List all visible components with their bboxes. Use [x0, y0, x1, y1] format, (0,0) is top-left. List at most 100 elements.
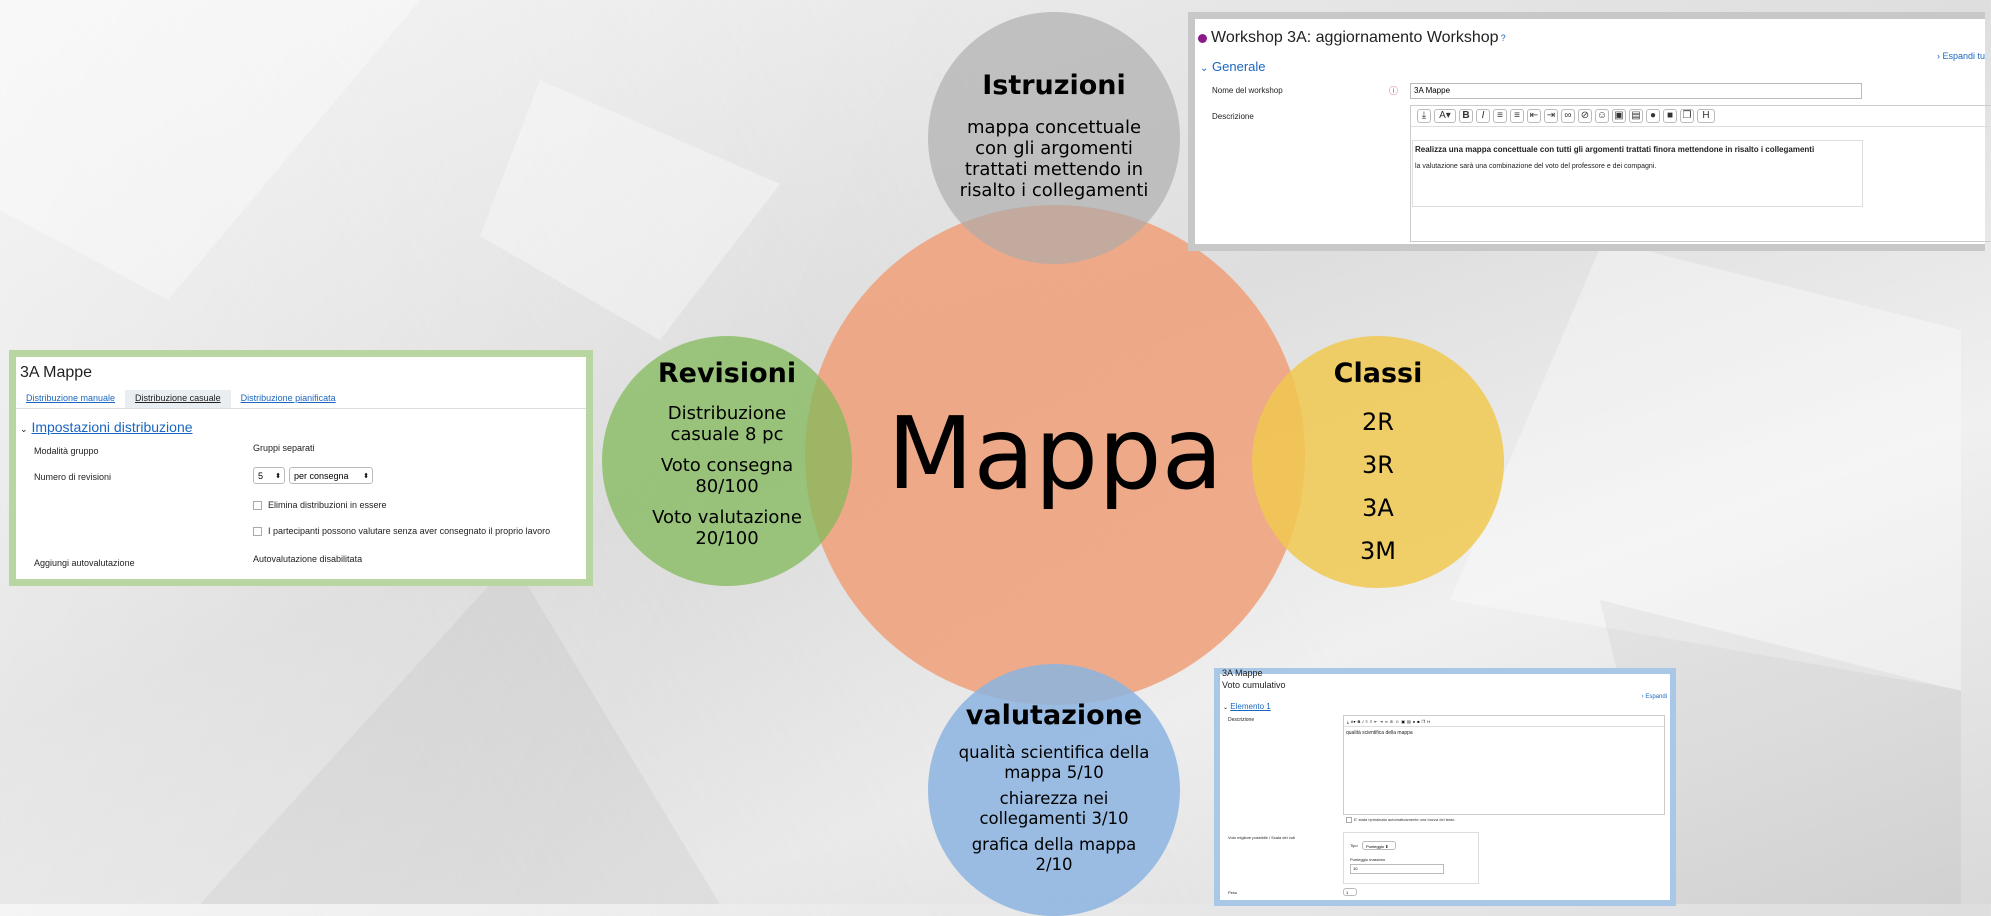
- weight-select[interactable]: 1: [1343, 888, 1357, 896]
- emoji-icon[interactable]: ☺: [1595, 109, 1609, 123]
- remove-existing-label: Elimina distribuzioni in essere: [268, 500, 387, 510]
- description-editor[interactable]: ⤓ A▾ B I ≡ ≡ ⇤ ⇥ ∞ ⊘ ☺ ▣ ▤ ● ■ ❐ H quali…: [1343, 715, 1665, 815]
- font-size-icon[interactable]: A▾: [1434, 109, 1456, 123]
- valutazione-line: 2/10: [1035, 855, 1073, 874]
- copy-icon[interactable]: ❐: [1421, 718, 1426, 724]
- workshop-icon: [1198, 33, 1207, 43]
- italic-icon[interactable]: I: [1476, 109, 1490, 123]
- tab-bar: Distribuzione manuale Distribuzione casu…: [16, 390, 586, 409]
- revisioni-line: Voto consegna: [660, 455, 794, 476]
- description-editor[interactable]: ⤓ A▾ B I ≡ ≡ ⇤ ⇥ ∞ ⊘ ☺ ▣ ▤ ● ■ ❐ H Reali…: [1410, 105, 1991, 242]
- tab-random-distribution[interactable]: Distribuzione casuale: [125, 390, 231, 408]
- reviews-mode-select[interactable]: per consegna ⬍: [289, 467, 373, 484]
- reviews-mode-value: per consegna: [294, 471, 349, 481]
- valutazione-circle: [928, 664, 1180, 916]
- workshop-name-input[interactable]: 3A Mappe: [1410, 83, 1862, 99]
- tab-manual-distribution[interactable]: Distribuzione manuale: [26, 393, 116, 403]
- valutazione-line: chiarezza nei: [999, 789, 1109, 808]
- section-label: Generale: [1212, 59, 1266, 74]
- type-label: Tipo: [1350, 843, 1358, 848]
- link-icon[interactable]: ∞: [1561, 109, 1575, 123]
- section-distribution-settings[interactable]: ⌄ Impostazioni distribuzione: [20, 419, 193, 435]
- expand-all-link[interactable]: › Espandi tu: [1937, 51, 1985, 61]
- valutazione-line: collegamenti 3/10: [979, 809, 1129, 828]
- workshop-name-value: 3A Mappe: [1414, 86, 1451, 95]
- max-grade-input[interactable]: 10: [1350, 864, 1444, 874]
- classi-item: 3A: [1362, 494, 1394, 522]
- description-label: Descrizione: [1212, 112, 1254, 121]
- weight-value: 1: [1346, 890, 1349, 895]
- description-bold-text: Realizza una mappa concettuale con tutti…: [1415, 145, 1815, 154]
- copy-icon[interactable]: ❐: [1680, 109, 1694, 123]
- revisioni-line: casuale 8 pc: [670, 424, 784, 445]
- select-arrows-icon: ⬍: [1385, 844, 1389, 849]
- remove-existing-checkbox[interactable]: Elimina distribuzioni in essere: [253, 500, 387, 511]
- html-icon[interactable]: H: [1697, 109, 1715, 123]
- italic-icon[interactable]: I: [1362, 718, 1364, 724]
- type-value: Punteggio: [1366, 844, 1385, 849]
- emoji-icon[interactable]: ☺: [1395, 718, 1400, 724]
- help-icon[interactable]: ?: [1500, 33, 1506, 43]
- page-title: Workshop 3A: aggiornamento Workshop: [1211, 29, 1499, 46]
- revisioni-line: Distribuzione: [667, 403, 787, 424]
- toolbar-toggle-icon[interactable]: ⤓: [1417, 109, 1431, 123]
- unlink-icon[interactable]: ⊘: [1578, 109, 1592, 123]
- indent-icon[interactable]: ⇥: [1544, 109, 1558, 123]
- image-icon[interactable]: ▣: [1401, 718, 1405, 724]
- tab-scheduled-distribution[interactable]: Distribuzione pianificata: [240, 393, 336, 403]
- link-icon[interactable]: ∞: [1384, 718, 1388, 724]
- workshop-settings-panel: Workshop 3A: aggiornamento Workshop ? › …: [1188, 12, 1991, 251]
- numbered-list-icon[interactable]: ≡: [1369, 718, 1373, 724]
- outdent-icon[interactable]: ⇤: [1527, 109, 1541, 123]
- section-label: Impostazioni distribuzione: [31, 419, 193, 435]
- bullet-list-icon[interactable]: ≡: [1493, 109, 1507, 123]
- unlink-icon[interactable]: ⊘: [1389, 718, 1394, 724]
- allow-without-submission-checkbox[interactable]: I partecipanti possono valutare senza av…: [253, 526, 550, 537]
- bold-icon[interactable]: B: [1459, 109, 1473, 123]
- numbered-list-icon[interactable]: ≡: [1510, 109, 1524, 123]
- font-size-icon[interactable]: A▾: [1350, 718, 1356, 724]
- description-content[interactable]: Realizza una mappa concettuale con tutti…: [1412, 140, 1863, 207]
- revisioni-title: Revisioni: [657, 358, 797, 389]
- checkbox-icon: [1346, 817, 1352, 823]
- editor-toolbar: ⤓ A▾ B I ≡ ≡ ⇤ ⇥ ∞ ⊘ ☺ ▣ ▤ ● ■ ❐ H: [1344, 716, 1664, 727]
- indent-icon[interactable]: ⇥: [1379, 718, 1383, 724]
- outdent-icon[interactable]: ⇤: [1374, 718, 1378, 724]
- video-icon[interactable]: ■: [1417, 718, 1420, 724]
- center-circle: [805, 205, 1305, 705]
- valutazione-text: valutazione qualità scientifica della ma…: [928, 700, 1180, 875]
- group-mode-value: Gruppi separati: [253, 443, 315, 453]
- html-icon[interactable]: H: [1427, 718, 1431, 724]
- grade-fieldset: Tipo Punteggio ⬍ Punteggio massimo 10: [1343, 832, 1479, 884]
- chevron-down-icon: ⌄: [1223, 705, 1229, 711]
- select-arrows-icon: ⬍: [363, 473, 369, 480]
- toolbar-toggle-icon[interactable]: ⤓: [1347, 718, 1349, 724]
- expand-label: Espandi: [1645, 694, 1667, 700]
- classi-item: 2R: [1362, 408, 1394, 436]
- valutazione-line: qualità scientifica della: [958, 743, 1150, 762]
- microphone-icon[interactable]: ●: [1646, 109, 1660, 123]
- istruzioni-circle: [928, 12, 1180, 264]
- reviews-count-select[interactable]: 5 ⬍: [253, 467, 285, 484]
- bullet-list-icon[interactable]: ≡: [1365, 718, 1368, 724]
- panel-title: 3A Mappe: [1222, 668, 1263, 678]
- section-element-1[interactable]: ⌄ Elemento 1: [1223, 702, 1271, 711]
- microphone-icon[interactable]: ●: [1412, 718, 1416, 724]
- background-facet: [0, 0, 420, 300]
- panel-subtitle: Voto cumulativo: [1222, 680, 1286, 690]
- image-icon[interactable]: ▣: [1612, 109, 1626, 123]
- type-select[interactable]: Punteggio ⬍: [1362, 841, 1396, 850]
- expand-link[interactable]: › Espandi: [1642, 694, 1667, 700]
- autosave-text: E' stata ripristinata automaticamente un…: [1354, 817, 1456, 823]
- istruzioni-title: Istruzioni: [982, 70, 1126, 101]
- video-icon[interactable]: ■: [1663, 109, 1677, 123]
- section-generale[interactable]: ⌄ Generale: [1200, 59, 1266, 74]
- valutazione-line: grafica della mappa: [971, 835, 1137, 854]
- bold-icon[interactable]: B: [1357, 718, 1361, 724]
- media-icon[interactable]: ▤: [1629, 109, 1643, 123]
- chevron-down-icon: ⌄: [20, 424, 28, 434]
- media-icon[interactable]: ▤: [1406, 718, 1411, 724]
- revisioni-line: 20/100: [695, 528, 759, 549]
- name-label: Nome del workshop: [1212, 86, 1283, 95]
- editor-toolbar: ⤓ A▾ B I ≡ ≡ ⇤ ⇥ ∞ ⊘ ☺ ▣ ▤ ● ■ ❐ H: [1411, 106, 1991, 127]
